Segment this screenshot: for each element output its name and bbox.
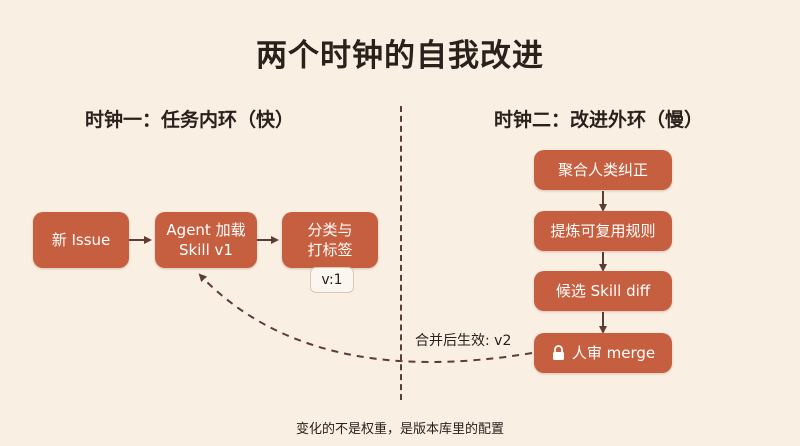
node-agent-load-skill-label: Agent 加载 Skill v1	[166, 221, 246, 259]
node-candidate-skill-diff: 候选 Skill diff	[534, 271, 672, 311]
node-review-merge: 人审 merge	[534, 333, 672, 373]
right-section-title: 时钟二：改进外环（慢）	[494, 109, 704, 131]
node-new-issue-label: 新 Issue	[51, 231, 111, 249]
footer-caption: 变化的不是权重，是版本库里的配置	[295, 422, 504, 437]
page-title: 两个时钟的自我改进	[256, 38, 544, 74]
node-classify-tag-label: 分类与 打标签	[307, 221, 353, 259]
version-tag: v:1	[310, 267, 354, 293]
node-candidate-skill-diff-label: 候选 Skill diff	[555, 282, 651, 300]
lock-icon	[552, 345, 564, 360]
node-refine-rules: 提炼可复用规则	[534, 211, 672, 251]
node-review-merge-label: 人审 merge	[571, 344, 656, 362]
node-aggregate-corrections-label: 聚合人类纠正	[557, 161, 648, 179]
merge-effective-label: 合并后生效: v2	[415, 333, 512, 349]
node-refine-rules-label: 提炼可复用规则	[550, 222, 656, 240]
section-divider	[400, 106, 402, 400]
node-new-issue: 新 Issue	[33, 212, 129, 268]
left-section-title: 时钟一：任务内环（快）	[85, 109, 295, 131]
node-aggregate-corrections: 聚合人类纠正	[534, 150, 672, 190]
node-classify-tag: 分类与 打标签	[282, 212, 378, 268]
node-agent-load-skill: Agent 加载 Skill v1	[155, 212, 257, 268]
